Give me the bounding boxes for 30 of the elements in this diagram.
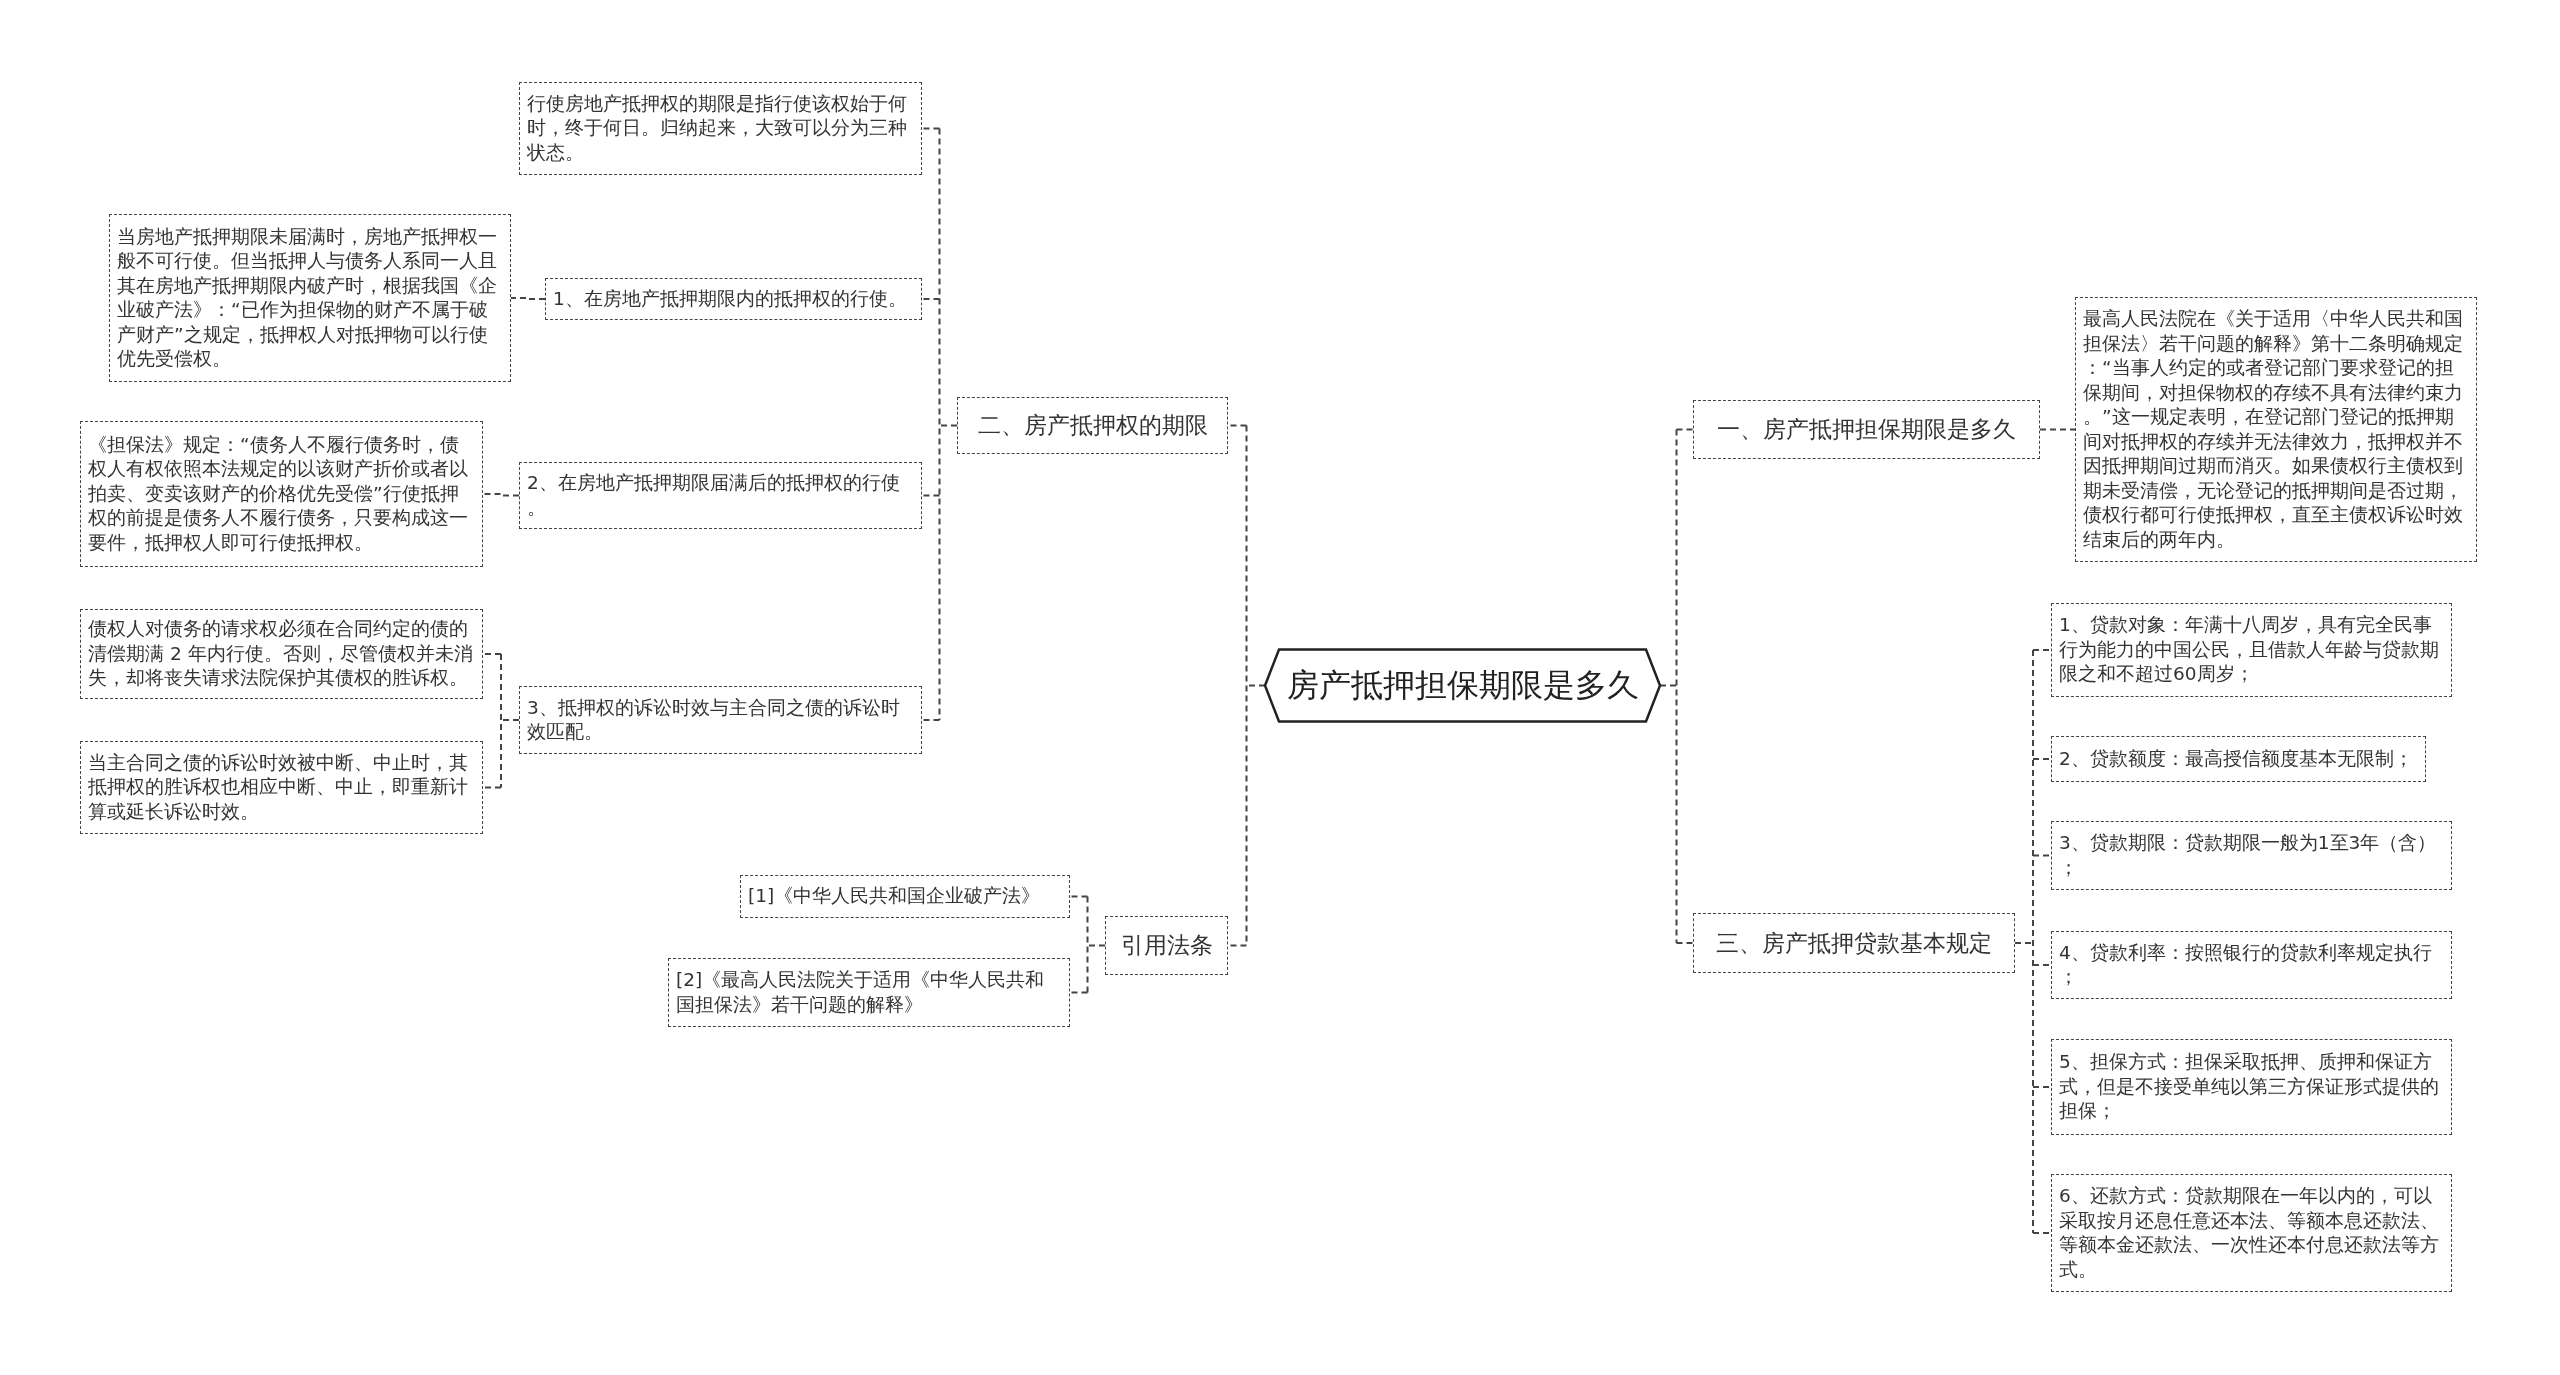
note-box: 行使房地产抵押权的期限是指行使该权始于何时，终于何日。归纳起来，大致可以分为三种状态。 [519,82,922,175]
note-box: 2、在房地产抵押期限届满后的抵押权的行使。 [519,462,922,529]
note-box: 最高人民法院在《关于适用〈中华人民共和国担保法〉若干问题的解释》第十二条明确规定：“当事人约定的或者登记部门要求登记的担保期间，对担保物权的存续不具有法律约束力。”这一规定表明，在登记部门登记的抵押期间对抵押权的存续并无法律效力，抵押权并不因抵押期间过期而消灭。如果债权行主债权到期未受清偿，无论登记的抵押期间是否过期，债权行都可行使抵押权，直至主债权诉讼时效结束后的两年内。 [2075,297,2477,562]
connector-line [1069,895,1106,994]
note-box: 2、贷款额度：最高授信额度基本无限制； [2051,736,2426,782]
note-box: 当主合同之债的诉讼时效被中断、中止时，其抵押权的胜诉权也相应中断、中止，即重新计算或延长诉讼时效。 [80,741,483,834]
note-box: [2]《最高人民法院关于适用《中华人民共和国担保法》若干问题的解释》 [668,958,1070,1027]
topic-hexagon: 房产抵押担保期限是多久 [1265,648,1660,723]
note-box: 债权人对债务的请求权必须在合同约定的债的清偿期满 2 年内行使。否则，尽管债权并未消失，却将丧失请求法院保护其债权的胜诉权。 [80,609,483,699]
note-box: 3、贷款期限：贷款期限一般为1至3年（含）； [2051,821,2452,890]
note-box: 当房地产抵押期限未届满时，房地产抵押权一般不可行使。但当抵押人与债务人系同一人且其在房地产抵押期限内破产时，根据我国《企业破产法》：“已作为担保物的财产不属于破产财产”之规定，抵押权人对抵押物可以行使优先受偿权。 [109,214,511,382]
branch-box: 引用法条 [1105,916,1228,975]
note-box: 1、贷款对象：年满十八周岁，具有完全民事行为能力的中国公民，且借款人年龄与贷款期限之和不超过60周岁； [2051,603,2452,697]
branch-box: 一、房产抵押担保期限是多久 [1693,400,2040,459]
connector-line [482,493,520,497]
note-box: 5、担保方式：担保采取抵押、质押和保证方式，但是不接受单纯以第三方保证形式提供的担保； [2051,1039,2452,1135]
connector-line [1659,428,1694,944]
connector-line [921,127,958,721]
note-box: 4、贷款利率：按照银行的贷款利率规定执行； [2051,931,2452,999]
note-box: 6、还款方式：贷款期限在一年以内的，可以采取按月还息任意还本法、等额本息还款法、等额本金还款法、一次性还本付息还款法等方式。 [2051,1174,2452,1292]
note-box: 《担保法》规定：“债务人不履行债务时，债权人有权依照本法规定的以该财产折价或者以拍卖、变卖该财产的价格优先受偿”行使抵押权的前提是债务人不履行债务，只要构成这一要件，抵押权人即可行使抵押权。 [80,421,483,567]
note-box: 3、抵押权的诉讼时效与主合同之债的诉讼时效匹配。 [519,686,922,754]
connector-line [2014,649,2052,1234]
branch-box: 二、房产抵押权的期限 [957,397,1228,454]
connector-line [2039,428,2076,431]
branch-box: 三、房产抵押贷款基本规定 [1693,913,2015,973]
note-box: [1]《中华人民共和国企业破产法》 [740,875,1070,918]
note-box: 1、在房地产抵押期限内的抵押权的行使。 [545,278,922,320]
connector-line [482,653,520,789]
connector-line [510,297,546,300]
